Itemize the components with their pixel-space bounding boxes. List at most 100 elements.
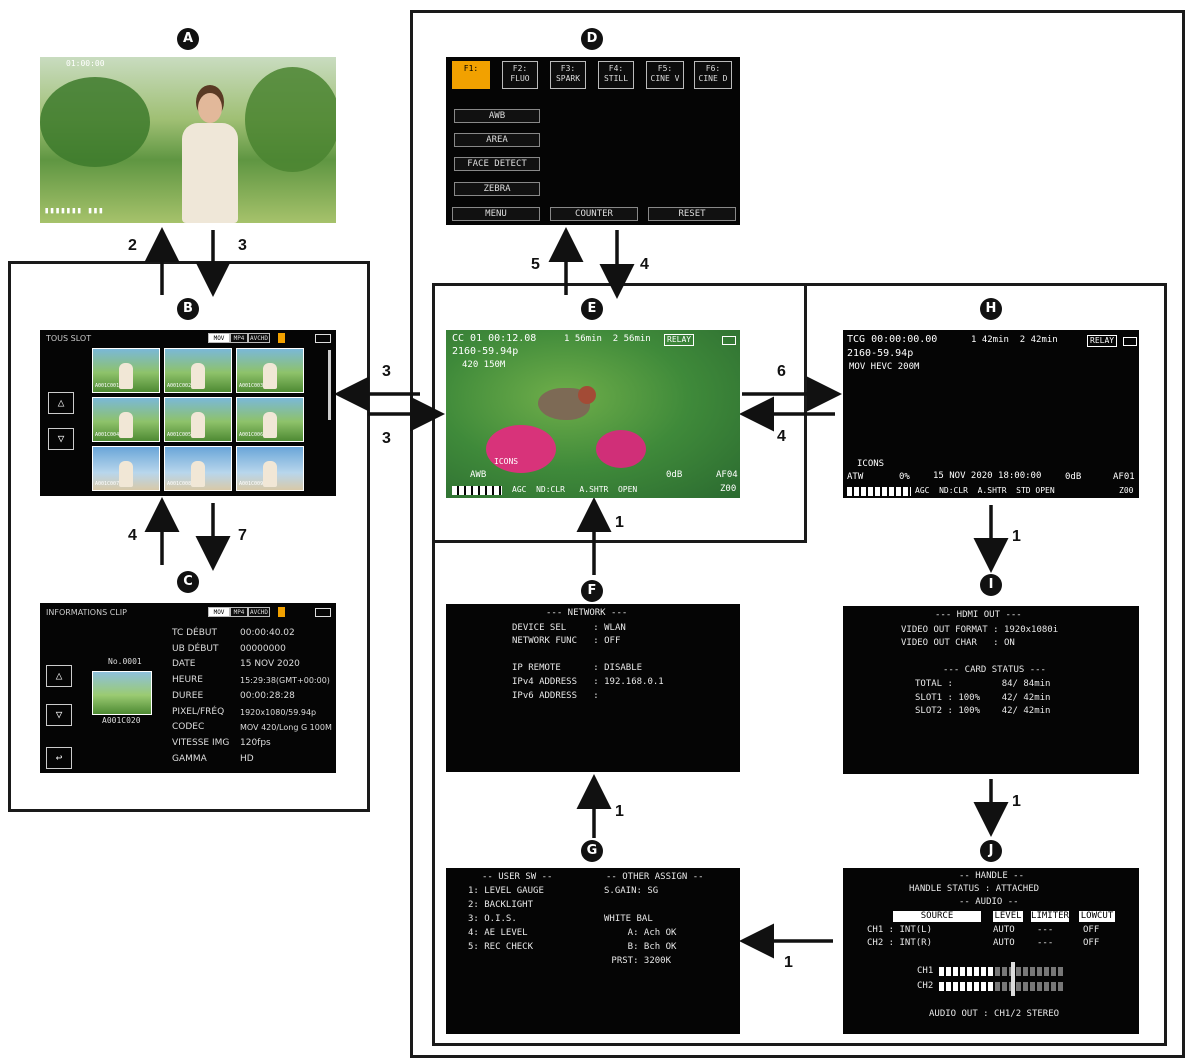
menu-button[interactable]: MENU bbox=[452, 207, 540, 221]
screen-c-up-button[interactable]: △ bbox=[46, 665, 72, 687]
thumbnail-label: A001C007 bbox=[95, 481, 120, 487]
thumbnail[interactable] bbox=[236, 446, 304, 491]
tab-f1[interactable]: F1: bbox=[452, 61, 490, 89]
info-row-value: 00:00:28:28 bbox=[240, 691, 295, 701]
screen-b-card-icon bbox=[278, 333, 285, 343]
label-f-to-e: 1 bbox=[615, 514, 624, 531]
screen-h-codec: MOV HEVC 200M bbox=[849, 362, 920, 372]
thumbnail[interactable] bbox=[236, 348, 304, 393]
thumbnail-label: A001C002 bbox=[167, 383, 192, 389]
screen-e-bottom-row: AGC ND:CLR A.SHTR OPEN bbox=[512, 485, 638, 494]
label-a-to-b: 3 bbox=[238, 237, 247, 254]
card-status-line: TOTAL : 84/ 84min bbox=[915, 679, 1051, 689]
thumbnail[interactable] bbox=[92, 397, 160, 442]
thumbnail-label: A001C004 bbox=[95, 432, 120, 438]
screen-b-tab-mp4[interactable]: MP4 bbox=[230, 333, 248, 343]
other-assign-line: A: Ach OK bbox=[606, 928, 677, 938]
other-assign-line: WHITE BAL bbox=[604, 914, 653, 924]
bird-breast bbox=[578, 386, 596, 404]
label-j-to-g: 1 bbox=[784, 954, 793, 971]
screen-b-scrollbar[interactable] bbox=[328, 350, 331, 420]
screen-c-tab-mov[interactable]: MOV bbox=[208, 607, 230, 617]
screen-h-format: 2160-59.94p bbox=[847, 348, 914, 359]
screen-b-tab-mov[interactable]: MOV bbox=[208, 333, 230, 343]
face-detect-button[interactable]: FACE DETECT bbox=[454, 157, 540, 171]
ch2-limiter: --- bbox=[1037, 938, 1054, 948]
ch2-level: AUTO bbox=[993, 938, 1015, 948]
card-status-line: --- CARD STATUS --- bbox=[943, 665, 1046, 675]
badge-h: H bbox=[980, 298, 1002, 320]
handle-title: -- HANDLE -- bbox=[959, 871, 1025, 881]
info-row-value: 1920x1080/59.94p bbox=[240, 708, 317, 717]
screen-b-up-button[interactable]: △ bbox=[48, 392, 74, 414]
screen-b-tab-avchd[interactable]: AVCHD bbox=[248, 333, 270, 343]
label-h-to-e: 4 bbox=[777, 428, 786, 445]
tab-f5[interactable]: F5: CINE V bbox=[646, 61, 684, 89]
person-body bbox=[182, 123, 238, 223]
thumbnail[interactable] bbox=[164, 397, 232, 442]
awb-button[interactable]: AWB bbox=[454, 109, 540, 123]
flower-2 bbox=[596, 430, 646, 468]
screen-e-icons-label: ICONS bbox=[494, 457, 519, 466]
thumbnail[interactable] bbox=[236, 397, 304, 442]
screen-c-battery-icon bbox=[315, 608, 331, 617]
other-assign-line: -- OTHER ASSIGN -- bbox=[606, 872, 704, 882]
tab-f6[interactable]: F6: CINE D bbox=[694, 61, 732, 89]
label-e-to-d: 5 bbox=[531, 256, 540, 273]
zebra-button[interactable]: ZEBRA bbox=[454, 182, 540, 196]
screen-e-af: AF04 bbox=[716, 470, 738, 480]
screen-e-timecode: CC 01 00:12.08 bbox=[452, 333, 537, 344]
handle-status: HANDLE STATUS : ATTACHED bbox=[909, 884, 1040, 894]
label-b-to-c: 7 bbox=[238, 527, 247, 544]
thumbnail[interactable] bbox=[164, 348, 232, 393]
hdmi-line: VIDEO OUT CHAR : ON bbox=[901, 638, 1015, 648]
screen-h-relay: RELAY bbox=[1087, 335, 1118, 347]
screen-e-awb: AWB bbox=[470, 470, 487, 480]
badge-e: E bbox=[581, 298, 603, 320]
screen-h-timecode: TCG 00:00:00.00 bbox=[847, 334, 938, 345]
info-row-key: GAMMA bbox=[172, 754, 207, 764]
tab-f4[interactable]: F4: STILL bbox=[598, 61, 634, 89]
info-row-key: DATE bbox=[172, 659, 196, 669]
user-sw-line: 4: AE LEVEL bbox=[468, 928, 528, 938]
screen-c-back-button[interactable]: ↩ bbox=[46, 747, 72, 769]
badge-j: J bbox=[980, 840, 1002, 862]
thumbnail[interactable] bbox=[92, 348, 160, 393]
screen-a-meter: ▮▮▮▮▮▮▮ ▮▮▮ bbox=[44, 206, 104, 216]
hdmi-line: --- HDMI OUT --- bbox=[935, 610, 1022, 620]
counter-button[interactable]: COUNTER bbox=[550, 207, 638, 221]
screen-c-down-button[interactable]: ▽ bbox=[46, 704, 72, 726]
screen-h-atw: ATW bbox=[847, 472, 864, 482]
thumbnail[interactable] bbox=[92, 446, 160, 491]
person-head bbox=[198, 93, 222, 123]
screen-f-network-status: --- NETWORK --- DEVICE SEL : WLAN NETWOR… bbox=[446, 604, 740, 772]
ch1-lowcut: OFF bbox=[1083, 925, 1100, 935]
screen-h-card-remaining: 1 42min 2 42min bbox=[971, 335, 1058, 345]
info-row-key: DUREE bbox=[172, 691, 204, 701]
info-row-key: CODEC bbox=[172, 722, 205, 732]
screen-e-battery-icon bbox=[722, 336, 736, 345]
network-line: NETWORK FUNC : OFF bbox=[512, 636, 621, 646]
screen-h-iris: 0% bbox=[899, 472, 910, 482]
label-h-to-i: 1 bbox=[1012, 528, 1021, 545]
tab-f3[interactable]: F3: SPARK bbox=[550, 61, 586, 89]
thumbnail-label: A001C006 bbox=[239, 432, 264, 438]
area-button[interactable]: AREA bbox=[454, 133, 540, 147]
screen-d-scene-menu: F1: F2: FLUO F3: SPARK F4: STILL F5: CIN… bbox=[446, 57, 740, 225]
info-row-key: PIXEL/FRÉQ bbox=[172, 707, 225, 717]
meter-reference-mark bbox=[1011, 962, 1015, 996]
thumbnail[interactable] bbox=[164, 446, 232, 491]
badge-g: G bbox=[581, 840, 603, 862]
screen-h-date: 15 NOV 2020 18:00:00 bbox=[933, 471, 1042, 481]
reset-button[interactable]: RESET bbox=[648, 207, 736, 221]
screen-c-tab-mp4[interactable]: MP4 bbox=[230, 607, 248, 617]
screen-c-clip-name: A001C020 bbox=[102, 716, 141, 725]
screen-c-tab-avchd[interactable]: AVCHD bbox=[248, 607, 270, 617]
ch1-source: CH1 : INT(L) bbox=[867, 925, 933, 935]
screen-h-gain: 0dB bbox=[1065, 472, 1082, 482]
screen-c-clip-info: INFORMATIONS CLIP MOV MP4 AVCHD △ ▽ ↩ No… bbox=[40, 603, 336, 773]
tab-f2[interactable]: F2: FLUO bbox=[502, 61, 538, 89]
screen-b-down-button[interactable]: ▽ bbox=[48, 428, 74, 450]
screen-g-user-switch: -- USER SW -- 1: LEVEL GAUGE 2: BACKLIGH… bbox=[446, 868, 740, 1034]
